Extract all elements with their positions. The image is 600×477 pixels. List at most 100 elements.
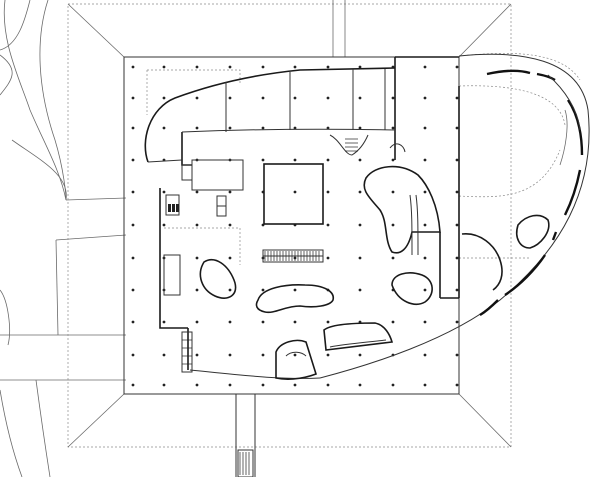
column-dot	[261, 158, 265, 162]
column-dot	[423, 96, 427, 100]
column-dot	[455, 320, 459, 324]
column-dot	[228, 288, 232, 292]
freeform-pods	[199, 165, 550, 380]
column-dot	[261, 288, 265, 292]
column-dot	[228, 96, 232, 100]
column-dot	[228, 256, 232, 260]
column-dot	[391, 223, 395, 227]
column-dot	[455, 256, 459, 260]
column-dot	[195, 223, 199, 227]
column-dot	[326, 65, 330, 69]
column-dot	[293, 65, 297, 69]
column-dot	[228, 383, 232, 387]
column-dot	[455, 126, 459, 130]
column-dot	[195, 320, 199, 324]
column-dot	[423, 65, 427, 69]
outer-facade	[189, 53, 590, 379]
column-dot	[391, 383, 395, 387]
column-dot	[455, 288, 459, 292]
column-dot	[326, 158, 330, 162]
column-dot	[195, 190, 199, 194]
column-dot	[162, 223, 166, 227]
column-dot	[326, 190, 330, 194]
column-dot	[131, 353, 135, 357]
column-dot	[293, 158, 297, 162]
column-dot	[423, 320, 427, 324]
column-grid	[131, 65, 459, 387]
column-dot	[423, 190, 427, 194]
slab-outline	[123, 56, 460, 395]
column-dot	[326, 383, 330, 387]
column-dot	[358, 65, 362, 69]
column-dot	[228, 353, 232, 357]
west-stair-blocks	[181, 164, 193, 373]
central-core	[191, 159, 324, 225]
column-dot	[131, 126, 135, 130]
column-dot	[293, 288, 297, 292]
column-dot	[261, 320, 265, 324]
column-dot	[423, 353, 427, 357]
column-dot	[326, 320, 330, 324]
column-dot	[131, 96, 135, 100]
column-dot	[228, 320, 232, 324]
terrain-contours	[0, 0, 127, 477]
column-dot	[195, 353, 199, 357]
column-dot	[326, 353, 330, 357]
column-dot	[423, 288, 427, 292]
column-dot	[131, 158, 135, 162]
column-dot	[131, 383, 135, 387]
column-dot	[326, 96, 330, 100]
column-dot	[455, 158, 459, 162]
column-dot	[326, 223, 330, 227]
column-dot	[358, 223, 362, 227]
column-dot	[326, 126, 330, 130]
column-dot	[162, 126, 166, 130]
column-dot	[261, 353, 265, 357]
column-dot	[195, 65, 199, 69]
west-service	[163, 194, 227, 296]
column-dot	[228, 126, 232, 130]
column-dot	[195, 96, 199, 100]
column-dot	[131, 256, 135, 260]
column-dot	[391, 126, 395, 130]
column-dot	[195, 126, 199, 130]
column-dot	[391, 256, 395, 260]
column-dot	[293, 126, 297, 130]
column-dot	[358, 190, 362, 194]
column-dot	[162, 190, 166, 194]
column-dot	[358, 96, 362, 100]
main-walls	[159, 56, 460, 370]
column-dot	[391, 320, 395, 324]
column-dot	[162, 320, 166, 324]
column-dot	[423, 158, 427, 162]
column-dot	[326, 256, 330, 260]
column-dot	[228, 223, 232, 227]
column-dot	[162, 353, 166, 357]
column-dot	[423, 223, 427, 227]
entry-stair	[235, 394, 256, 477]
column-dot	[195, 256, 199, 260]
column-dot	[423, 383, 427, 387]
column-dot	[293, 320, 297, 324]
column-dot	[455, 65, 459, 69]
column-dot	[162, 65, 166, 69]
column-dot	[358, 288, 362, 292]
north-stair	[329, 134, 406, 156]
column-dot	[195, 383, 199, 387]
column-dot	[261, 383, 265, 387]
column-dot	[455, 190, 459, 194]
column-dot	[358, 126, 362, 130]
column-dot	[455, 96, 459, 100]
roof-outline	[67, 0, 512, 448]
column-dot	[293, 383, 297, 387]
column-dot	[358, 158, 362, 162]
column-dot	[358, 383, 362, 387]
column-dot	[261, 65, 265, 69]
column-dot	[358, 353, 362, 357]
column-dot	[391, 96, 395, 100]
column-dot	[455, 353, 459, 357]
column-dot	[228, 65, 232, 69]
column-dot	[162, 383, 166, 387]
column-dot	[261, 126, 265, 130]
